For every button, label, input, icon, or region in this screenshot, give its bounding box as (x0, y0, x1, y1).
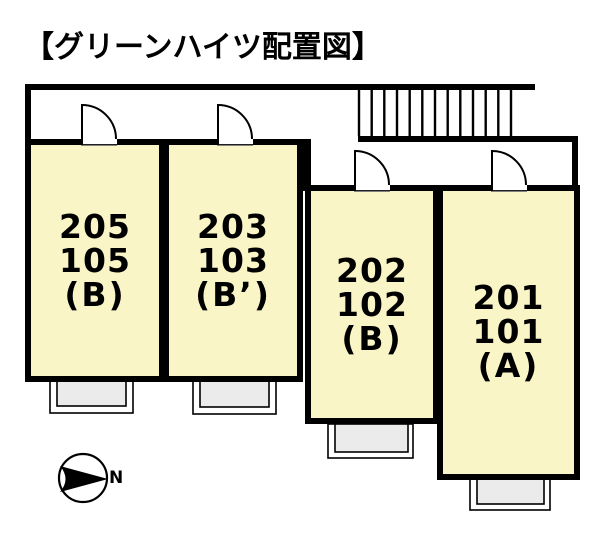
balcony-202 (327, 423, 414, 459)
balcony-205 (49, 380, 134, 414)
balcony-201 (469, 475, 551, 511)
page-title: 【グリーンハイツ配置図】 (24, 30, 382, 65)
compass-needle (60, 466, 108, 492)
unit-rooms (25, 139, 580, 480)
unit-room-201 (437, 185, 580, 480)
unit-room-205 (25, 139, 165, 382)
staircase (357, 90, 578, 142)
door-symbol-205 (81, 104, 117, 146)
door-symbol-201 (491, 150, 527, 192)
door-symbol-203 (217, 104, 253, 146)
balcony-203 (192, 380, 277, 415)
compass (57, 452, 109, 504)
unit-room-202 (305, 185, 439, 424)
door-symbol-202 (354, 150, 390, 192)
unit-room-203 (163, 139, 303, 382)
compass-north-label: N (109, 468, 124, 488)
